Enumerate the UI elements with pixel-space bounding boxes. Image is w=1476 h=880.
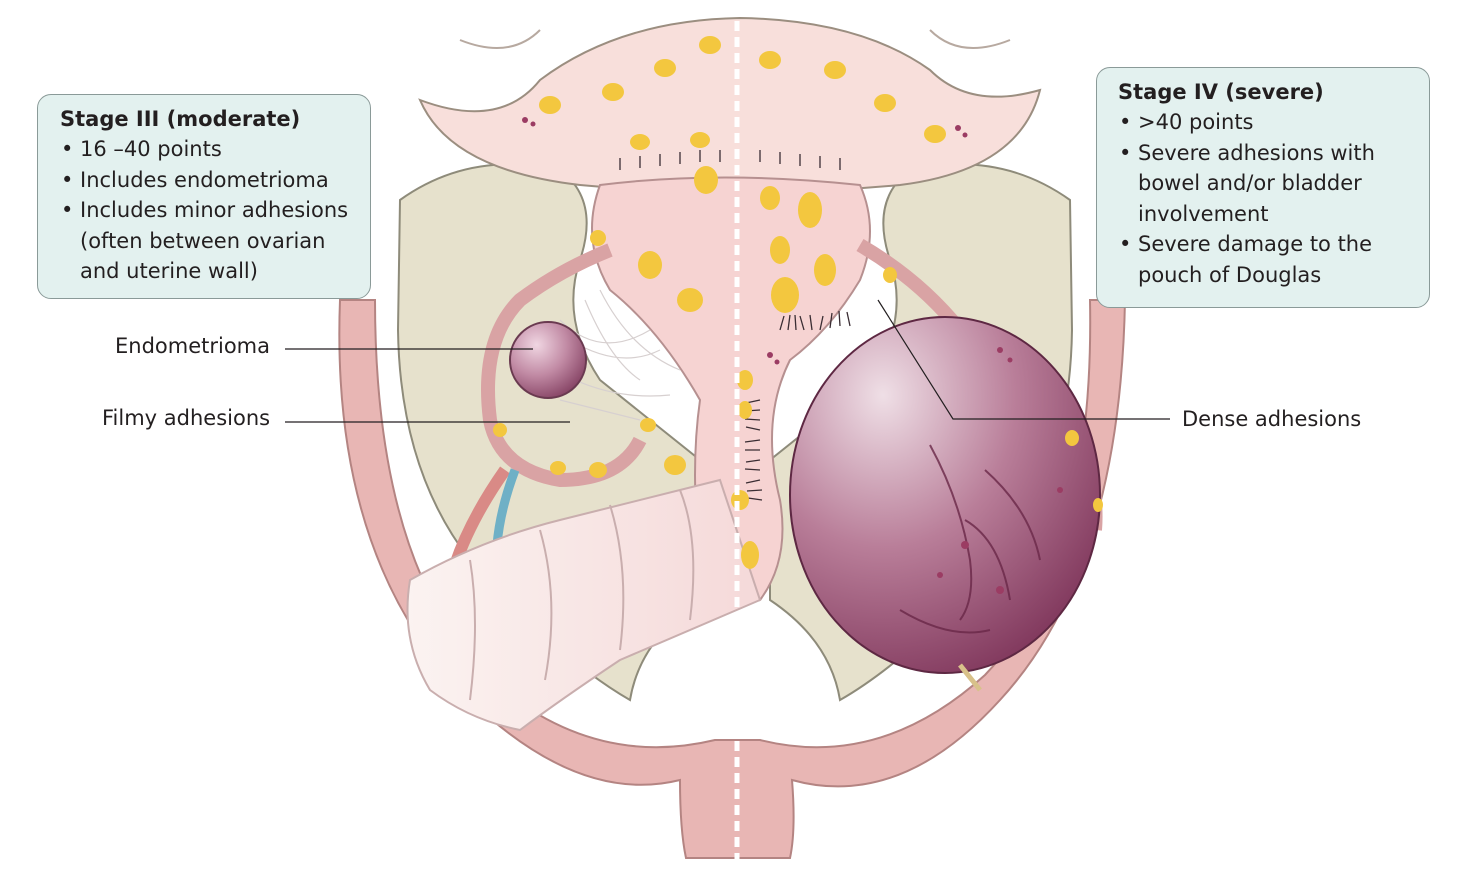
stage-iii-box: Stage III (moderate) 16 –40 points Inclu…: [37, 94, 371, 299]
stage-iii-item: Includes minor adhesions (often between …: [60, 195, 360, 287]
stage-iii-list: 16 –40 points Includes endometrioma Incl…: [60, 134, 360, 287]
uterus: [591, 176, 871, 603]
stage-iv-item: >40 points: [1118, 107, 1419, 138]
stage-iv-item: Severe damage to the pouch of Douglas: [1118, 229, 1419, 290]
dense-adhesions-label: Dense adhesions: [1182, 407, 1362, 431]
fallopian-tube-left: [481, 243, 647, 488]
stage-iii-item: 16 –40 points: [60, 134, 360, 165]
bladder: [418, 16, 1042, 194]
stage-iii-item: Includes endometrioma: [60, 165, 360, 196]
large-ovarian-cyst: [789, 316, 1101, 674]
endometrioma-cyst: [509, 321, 587, 399]
endometriotic-lesions: [493, 36, 1103, 569]
filmy-adhesions-label: Filmy adhesions: [102, 406, 271, 430]
stage-iii-title: Stage III (moderate): [60, 107, 301, 131]
stage-iv-box: Stage IV (severe) >40 points Severe adhe…: [1096, 67, 1430, 308]
stage-iv-item: Severe adhesions with bowel and/or bladd…: [1118, 138, 1419, 230]
dense-adhesion-marks: [619, 150, 851, 501]
stage-iv-list: >40 points Severe adhesions with bowel a…: [1118, 107, 1419, 290]
leader-lines: [285, 299, 1170, 423]
hemorrhagic-spots: [522, 117, 1063, 594]
endometrioma-label: Endometrioma: [115, 334, 271, 358]
bowel: [406, 478, 762, 732]
stage-iv-title: Stage IV (severe): [1118, 80, 1324, 104]
